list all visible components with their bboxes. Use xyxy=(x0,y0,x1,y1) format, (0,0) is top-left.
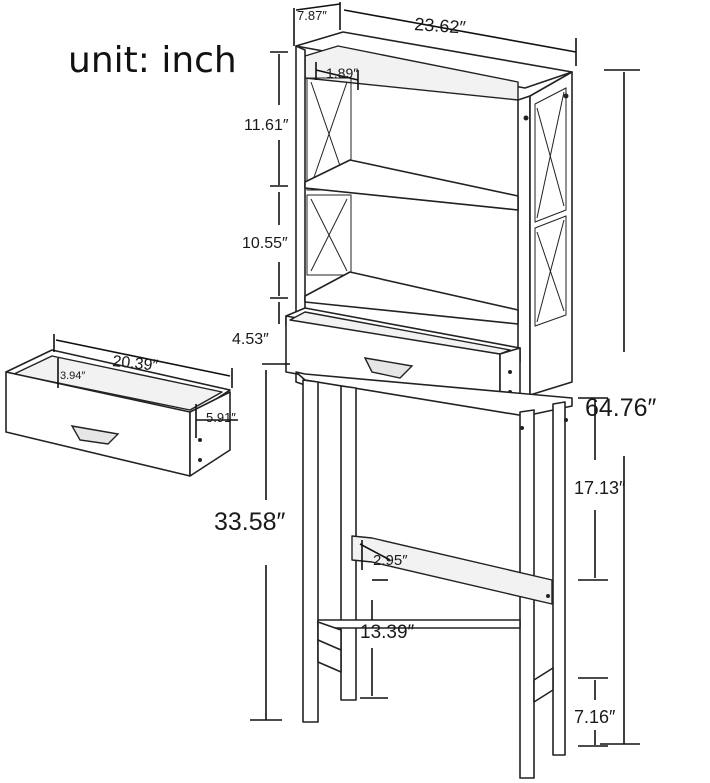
leg-brace-height-dimension: 7.16″ xyxy=(574,707,616,727)
middle-shelf-gap-dimension: 10.55″ xyxy=(242,235,288,252)
base-height-dimension: 33.58″ xyxy=(214,508,286,536)
lower-section-dimension: 17.13″ xyxy=(574,478,626,498)
depth-dimension: 7.87″ xyxy=(297,8,327,23)
shelf-unit-illustration xyxy=(285,31,573,779)
drawer-length-dimension: 20.39″ xyxy=(112,353,160,375)
stretcher-to-floor-dimension: 13.39″ xyxy=(360,622,415,643)
dimension-lines xyxy=(53,2,640,747)
drawer-opening-dimension: 4.53″ xyxy=(232,331,269,348)
top-shelf-gap-dimension: 11.61″ xyxy=(244,117,289,134)
width-dimension: 23.62″ xyxy=(414,14,467,38)
side-post-dimension: 1.89″ xyxy=(326,65,358,81)
stretcher-height-dimension: 2.95″ xyxy=(373,552,408,569)
drawer-inner-height-dimension: 3.94″ xyxy=(60,370,85,382)
drawer-illustration xyxy=(5,349,231,477)
unit-label: unit: inch xyxy=(68,40,237,81)
total-height-dimension: 64.76″ xyxy=(585,394,657,422)
drawer-depth-dimension: 5.91″ xyxy=(206,410,236,425)
